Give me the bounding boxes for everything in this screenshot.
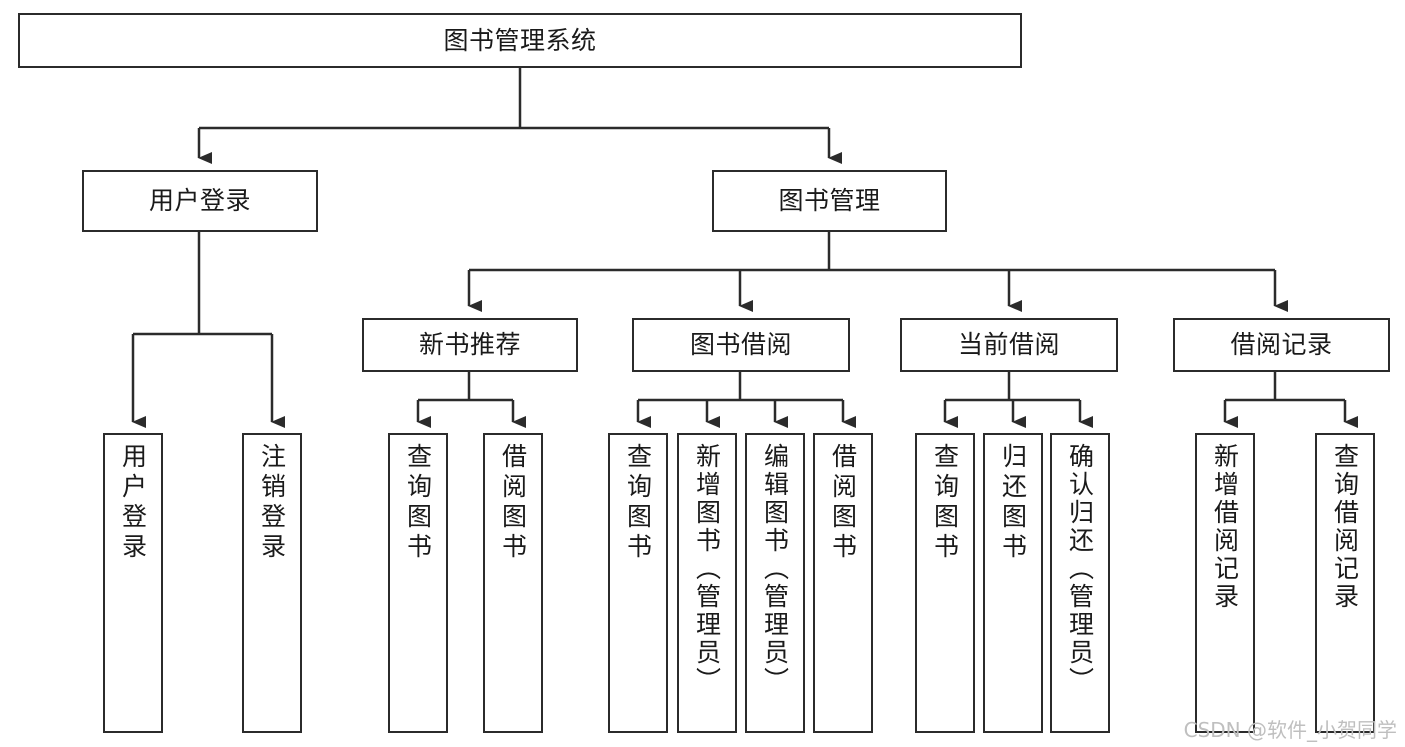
leaf-add-book-admin[interactable]: 新增图书（管理员）	[677, 433, 737, 733]
leaf-query-book-1-label: 查询图书	[403, 443, 433, 563]
node-new-book-recommend-label: 新书推荐	[418, 330, 521, 359]
node-borrow-records-label: 借阅记录	[1230, 330, 1333, 359]
leaf-user-login[interactable]: 用户登录	[103, 433, 163, 733]
node-user-login-label: 用户登录	[148, 186, 251, 215]
leaf-borrow-book-1-label: 借阅图书	[498, 443, 528, 563]
node-current-borrow-label: 当前借阅	[957, 330, 1060, 359]
leaf-query-borrow-record[interactable]: 查询借阅记录	[1315, 433, 1375, 733]
leaf-add-borrow-record-label: 新增借阅记录	[1210, 443, 1240, 611]
node-book-management-label: 图书管理	[778, 186, 881, 215]
leaf-query-book-1[interactable]: 查询图书	[388, 433, 448, 733]
leaf-logout-label: 注销登录	[257, 443, 287, 563]
leaf-user-login-label: 用户登录	[118, 443, 148, 563]
node-user-login[interactable]: 用户登录	[82, 170, 318, 232]
leaf-query-book-3[interactable]: 查询图书	[915, 433, 975, 733]
leaf-confirm-return-admin-label: 确认归还（管理员）	[1065, 443, 1095, 695]
node-current-borrow[interactable]: 当前借阅	[900, 318, 1118, 372]
node-root[interactable]: 图书管理系统	[18, 13, 1022, 68]
leaf-confirm-return-admin[interactable]: 确认归还（管理员）	[1050, 433, 1110, 733]
leaf-add-borrow-record[interactable]: 新增借阅记录	[1195, 433, 1255, 733]
leaf-query-book-3-label: 查询图书	[930, 443, 960, 563]
node-book-borrow[interactable]: 图书借阅	[632, 318, 850, 372]
node-borrow-records[interactable]: 借阅记录	[1173, 318, 1390, 372]
node-book-borrow-label: 图书借阅	[689, 330, 792, 359]
leaf-add-book-admin-label: 新增图书（管理员）	[692, 443, 722, 695]
node-new-book-recommend[interactable]: 新书推荐	[362, 318, 578, 372]
leaf-logout[interactable]: 注销登录	[242, 433, 302, 733]
csdn-watermark: CSDN @软件_小贺同学	[1183, 718, 1397, 742]
node-root-label: 图书管理系统	[443, 25, 597, 55]
leaf-query-book-2[interactable]: 查询图书	[608, 433, 668, 733]
leaf-edit-book-admin-label: 编辑图书（管理员）	[760, 443, 790, 695]
leaf-return-book-label: 归还图书	[998, 443, 1028, 563]
leaf-borrow-book-1[interactable]: 借阅图书	[483, 433, 543, 733]
leaf-edit-book-admin[interactable]: 编辑图书（管理员）	[745, 433, 805, 733]
leaf-query-book-2-label: 查询图书	[623, 443, 653, 563]
leaf-query-borrow-record-label: 查询借阅记录	[1330, 443, 1360, 611]
leaf-return-book[interactable]: 归还图书	[983, 433, 1043, 733]
leaf-borrow-book-2[interactable]: 借阅图书	[813, 433, 873, 733]
node-book-management[interactable]: 图书管理	[712, 170, 947, 232]
leaf-borrow-book-2-label: 借阅图书	[828, 443, 858, 563]
